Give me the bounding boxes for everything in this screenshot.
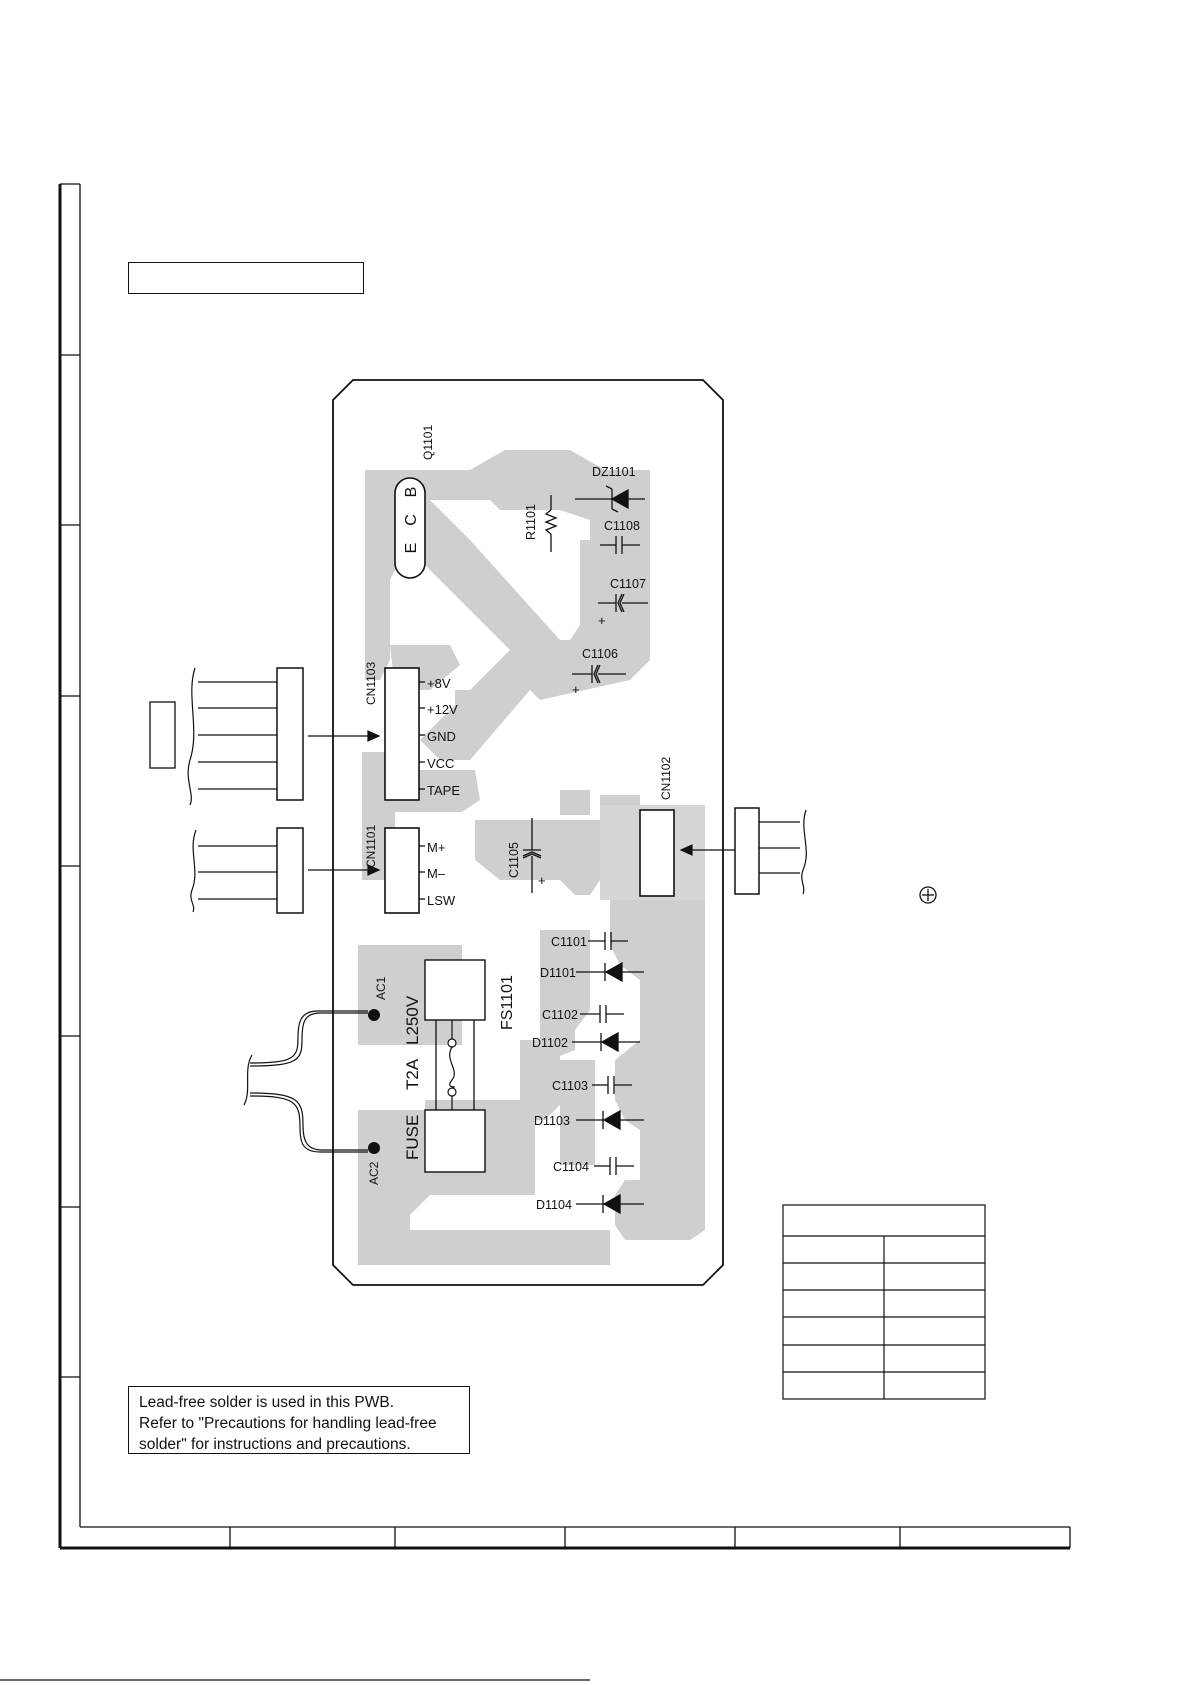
q1101-label: Q1101 <box>421 425 435 460</box>
transistor-q1101: E C B Q1101 <box>394 425 435 579</box>
cn1103-pin-12v: +12V <box>427 702 458 717</box>
ac2-terminal <box>368 1142 380 1154</box>
fuse-rating: L250V <box>403 995 422 1045</box>
ac1-label: AC1 <box>374 976 388 1000</box>
cn1101-pin-lsw: LSW <box>427 893 456 908</box>
q1101-pin-e: E <box>403 543 420 554</box>
lead-cn1103-harness <box>149 667 381 806</box>
cn1103-pin-8v: +8V <box>427 676 451 691</box>
c1106-plus: + <box>572 682 580 697</box>
diode-d1102 <box>572 1031 640 1053</box>
cn1102-label: CN1102 <box>659 757 673 800</box>
capacitor-c1108 <box>600 536 640 554</box>
d1103-label: D1103 <box>534 1114 570 1128</box>
fuse-fs1101 <box>424 959 486 1173</box>
ac2-label: AC2 <box>367 1161 381 1185</box>
c1106-label: C1106 <box>582 647 618 661</box>
cn1101-pin-mplus: M+ <box>427 840 445 855</box>
d1101-label: D1101 <box>540 966 576 980</box>
d1102-label: D1102 <box>532 1036 568 1050</box>
reference-table <box>782 1204 986 1400</box>
diode-d1101 <box>576 961 644 983</box>
c1107-plus: + <box>598 613 606 628</box>
capacitor-c1105 <box>522 818 542 893</box>
q1101-pin-c: C <box>403 514 420 526</box>
capacitor-c1101 <box>588 932 628 950</box>
zener-dz1101 <box>575 485 645 513</box>
r1101-label: R1101 <box>524 504 538 540</box>
c1101-label: C1101 <box>551 935 587 949</box>
c1102-label: C1102 <box>542 1008 578 1022</box>
fs1101-label: FS1101 <box>499 975 516 1030</box>
connector-cn1102 <box>639 809 675 897</box>
capacitor-c1103 <box>592 1076 632 1094</box>
connector-cn1101 <box>384 827 425 914</box>
lead-free-solder-note: Lead-free solder is used in this PWB. Re… <box>128 1386 470 1454</box>
d1104-label: D1104 <box>536 1198 572 1212</box>
capacitor-c1107 <box>598 593 648 613</box>
cn1103-pin-gnd: GND <box>427 729 456 744</box>
lead-cn1101-harness <box>190 827 381 914</box>
note-line-3: solder" for instructions and precautions… <box>139 1436 411 1453</box>
capacitor-c1102 <box>580 1005 624 1023</box>
c1105-label: C1105 <box>507 842 521 878</box>
cn1103-label: CN1103 <box>364 662 378 705</box>
cn1103-pin-vcc: VCC <box>427 756 454 771</box>
lead-cn1102-harness <box>679 807 807 895</box>
fuse-label: FUSE <box>403 1115 422 1160</box>
drawing-frame <box>58 183 1071 1550</box>
title-box <box>128 262 364 294</box>
note-line-2: Refer to "Precautions for handling lead-… <box>139 1415 437 1432</box>
resistor-r1101 <box>544 495 558 552</box>
cn1101-pin-mminus: M– <box>427 866 446 881</box>
connector-cn1103 <box>384 667 425 801</box>
diode-d1103 <box>576 1109 644 1131</box>
ac1-terminal <box>368 1009 380 1021</box>
c1108-label: C1108 <box>604 519 640 533</box>
cn1103-pin-tape: TAPE <box>427 783 460 798</box>
dz1101-label: DZ1101 <box>592 465 636 479</box>
ac-wires <box>243 1010 368 1153</box>
c1105-plus: + <box>538 873 546 888</box>
fuse-current: T2A <box>403 1058 422 1090</box>
q1101-pin-b: B <box>403 487 420 498</box>
capacitor-c1106 <box>572 664 626 684</box>
screw-symbol <box>919 886 937 904</box>
capacitor-c1104 <box>594 1157 634 1175</box>
cn1101-label: CN1101 <box>364 825 378 868</box>
c1104-label: C1104 <box>553 1160 589 1174</box>
note-line-1: Lead-free solder is used in this PWB. <box>139 1394 395 1411</box>
c1103-label: C1103 <box>552 1079 588 1093</box>
c1107-label: C1107 <box>610 577 646 591</box>
diode-d1104 <box>576 1193 644 1215</box>
